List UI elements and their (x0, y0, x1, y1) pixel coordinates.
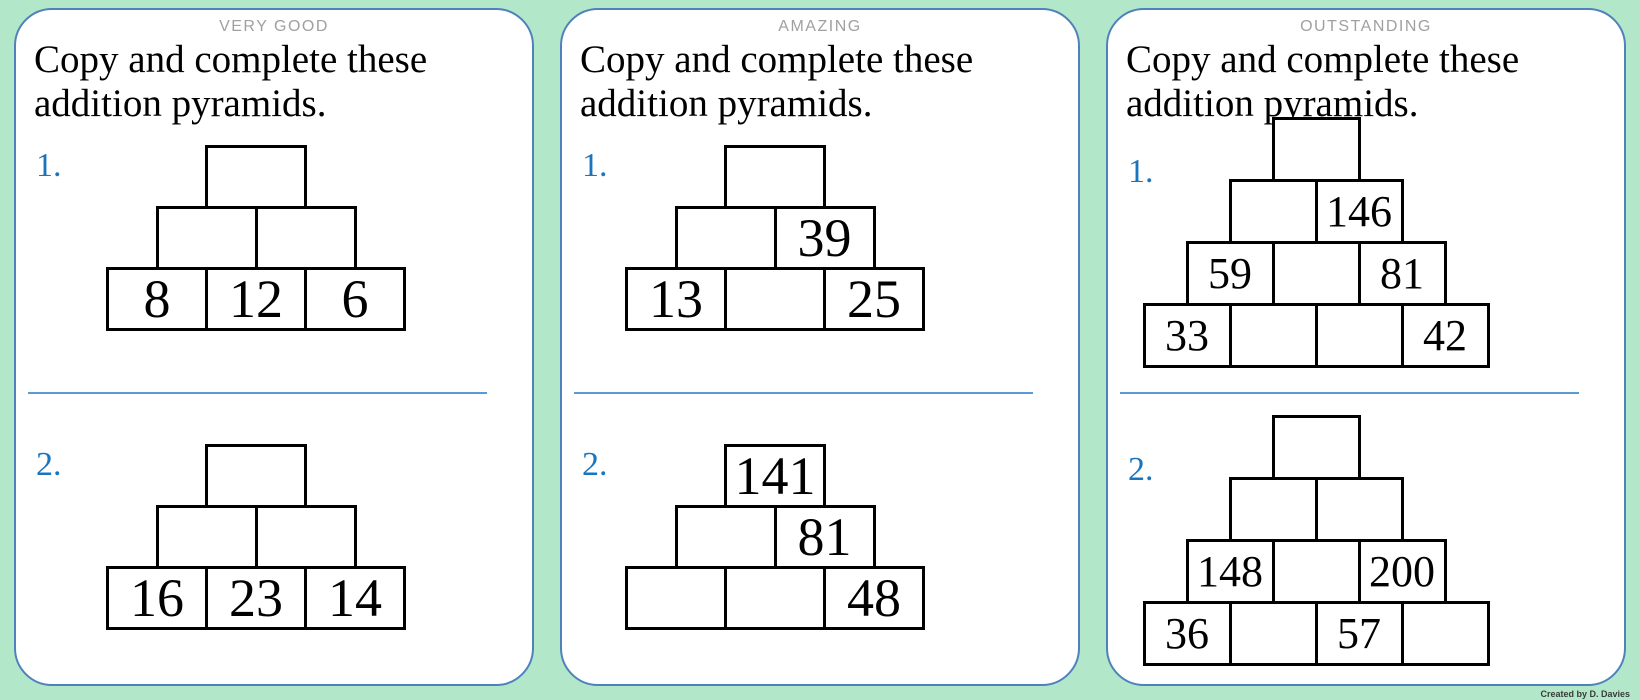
pyramid-cell-empty (205, 444, 307, 508)
addition-pyramid: 146 59 81 33 42 (1142, 117, 1490, 368)
pyramid-cell-empty (254, 206, 357, 270)
pyramid-cell-empty (1228, 179, 1318, 244)
pyramid-cell-filled: 39 (773, 206, 876, 270)
pyramid-cell-empty (1228, 601, 1318, 666)
pyramid-row (205, 145, 307, 209)
pyramid-row: 13 25 (625, 267, 925, 331)
pyramid-cell-empty (674, 206, 777, 270)
pyramid-cell-filled: 16 (106, 566, 208, 630)
divider-line (574, 392, 1033, 394)
pyramid-cell-empty (674, 505, 777, 569)
panel-outstanding: OUTSTANDING Copy and complete these addi… (1106, 8, 1626, 686)
pyramid-cell-empty (724, 267, 826, 331)
pyramid-cell-filled: 6 (304, 267, 406, 331)
problem-number: 2. (1128, 451, 1154, 488)
pyramid-cell-empty (724, 566, 826, 630)
pyramid-cell-empty (1271, 415, 1361, 480)
problem-number: 1. (582, 147, 608, 184)
pyramid-row: 39 (674, 206, 876, 270)
problem-2: 2. 148 200 36 57 (1126, 415, 1606, 666)
pyramid-row (155, 206, 357, 270)
pyramid-row (155, 505, 357, 569)
pyramid-row (1271, 415, 1361, 480)
pyramid-cell-empty (1314, 477, 1404, 542)
divider-line (28, 392, 487, 394)
pyramid-row (205, 444, 307, 508)
pyramid-cell-filled: 33 (1142, 303, 1232, 368)
problem-number: 2. (36, 446, 62, 483)
instruction-text: Copy and complete these addition pyramid… (1126, 38, 1520, 125)
pyramid-row: 141 (724, 444, 826, 508)
pyramid-cell-empty (1400, 601, 1490, 666)
pyramid-row: 81 (674, 505, 876, 569)
instruction-text: Copy and complete these addition pyramid… (580, 38, 974, 125)
panel-difficulty-label: AMAZING (778, 18, 862, 35)
panel-very-good: VERY GOOD Copy and complete these additi… (14, 8, 534, 686)
addition-pyramid: 148 200 36 57 (1142, 415, 1490, 666)
problem-number: 1. (1128, 153, 1154, 190)
pyramid-cell-filled: 48 (823, 566, 925, 630)
pyramid-cell-filled: 25 (823, 267, 925, 331)
pyramid-row: 36 57 (1142, 601, 1490, 666)
pyramid-cell-empty (724, 145, 826, 209)
pyramid-cell-filled: 12 (205, 267, 307, 331)
pyramid-cell-empty (1271, 117, 1361, 182)
problem-1: 1. 146 59 81 33 42 (1126, 117, 1606, 368)
problem-1: 1. 39 13 25 (580, 145, 1060, 331)
pyramid-cell-filled: 36 (1142, 601, 1232, 666)
pyramid-cell-filled: 14 (304, 566, 406, 630)
pyramid-cell-filled: 81 (773, 505, 876, 569)
pyramid-row: 146 (1228, 179, 1404, 244)
pyramid-cell-empty (254, 505, 357, 569)
divider-line (1120, 392, 1579, 394)
panel-amazing: AMAZING Copy and complete these addition… (560, 8, 1080, 686)
pyramid-row (1271, 117, 1361, 182)
pyramid-cell-filled: 146 (1314, 179, 1404, 244)
pyramid-cell-empty (625, 566, 727, 630)
pyramid-cell-filled: 8 (106, 267, 208, 331)
pyramid-cell-filled: 148 (1185, 539, 1275, 604)
pyramid-cell-filled: 59 (1185, 241, 1275, 306)
pyramid-cell-empty (205, 145, 307, 209)
pyramid-row (1228, 477, 1404, 542)
addition-pyramid: 39 13 25 (625, 145, 925, 331)
panel-difficulty-label: OUTSTANDING (1300, 18, 1432, 35)
pyramid-cell-filled: 42 (1400, 303, 1490, 368)
problem-number: 2. (582, 446, 608, 483)
pyramid-cell-empty (1228, 303, 1318, 368)
pyramid-cell-filled: 81 (1357, 241, 1447, 306)
pyramid-cell-empty (1228, 477, 1318, 542)
instruction-text: Copy and complete these addition pyramid… (34, 38, 428, 125)
pyramid-cell-empty (1314, 303, 1404, 368)
panel-difficulty-label: VERY GOOD (219, 18, 329, 35)
pyramid-row (724, 145, 826, 209)
pyramid-row: 148 200 (1185, 539, 1447, 604)
pyramid-cell-filled: 23 (205, 566, 307, 630)
pyramid-cell-empty (1271, 241, 1361, 306)
pyramid-cell-empty (155, 206, 258, 270)
pyramid-cell-empty (155, 505, 258, 569)
credit-text: Created by D. Davies (1540, 689, 1630, 699)
problem-number: 1. (36, 147, 62, 184)
pyramid-cell-filled: 200 (1357, 539, 1447, 604)
pyramid-cell-filled: 13 (625, 267, 727, 331)
pyramid-cell-filled: 141 (724, 444, 826, 508)
pyramid-row: 33 42 (1142, 303, 1490, 368)
pyramid-row: 48 (625, 566, 925, 630)
pyramid-cell-filled: 57 (1314, 601, 1404, 666)
pyramid-cell-empty (1271, 539, 1361, 604)
pyramid-row: 59 81 (1185, 241, 1447, 306)
